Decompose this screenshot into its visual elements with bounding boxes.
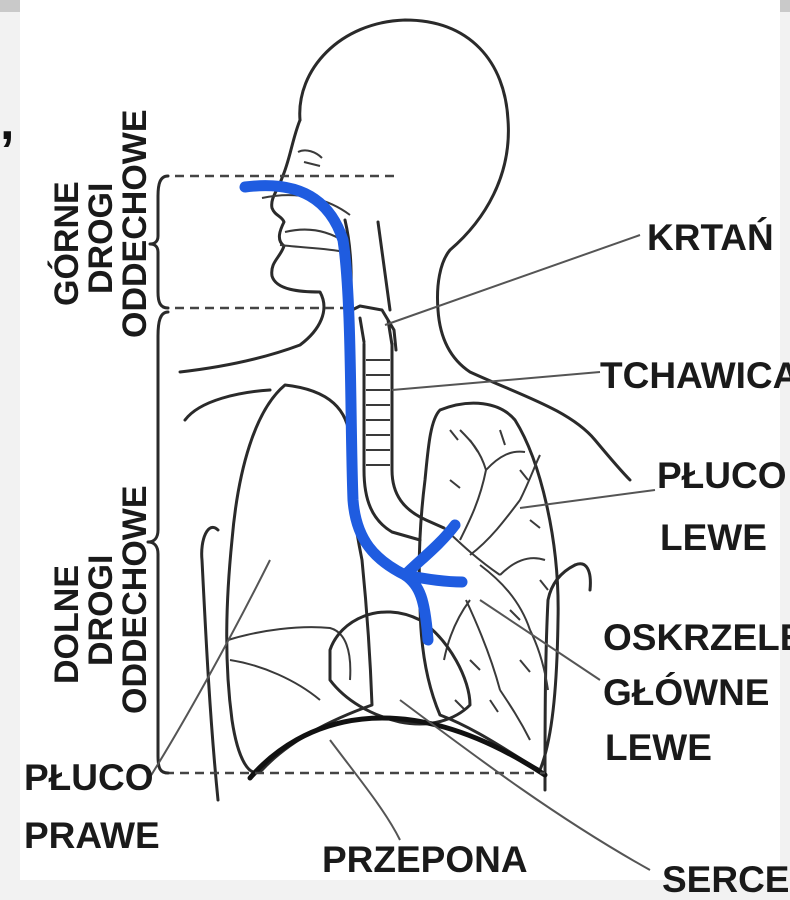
leader-przepona (330, 740, 400, 840)
eye (298, 150, 322, 166)
throat-right (378, 222, 390, 310)
airway-bifurcation-overlay (405, 525, 462, 582)
arm-left-hook (575, 564, 590, 590)
label-dolne-oddechowe: ODDECHOWE (116, 485, 154, 714)
label-oskrzele-2: GŁÓWNE (603, 671, 769, 713)
label-gorne: GÓRNE (48, 181, 86, 306)
leader-tchawica (392, 372, 600, 390)
label-krtan: KRTAŃ (647, 217, 774, 258)
arm-left (545, 565, 575, 790)
leader-oskrzele (480, 600, 600, 680)
trachea (364, 344, 444, 540)
label-przepona: PRZEPONA (322, 839, 528, 880)
diaphragm (250, 718, 545, 778)
larynx (352, 306, 396, 350)
label-tchawica: TCHAWICA (600, 355, 790, 396)
label-gorne-oddechowe: ODDECHOWE (116, 109, 154, 338)
leader-pluco-lewe (520, 490, 655, 508)
label-pluco-lewe-2: LEWE (660, 517, 767, 558)
upper-airways-label: GÓRNE DROGI ODDECHOWE (48, 109, 154, 338)
left-lung (419, 403, 558, 770)
lower-airways-label: DOLNE DROGI ODDECHOWE (48, 485, 154, 714)
label-gorne-drogi: DROGI (82, 183, 120, 294)
label-pluco-prawe-2: PRAWE (24, 815, 160, 856)
leader-krtan (385, 235, 640, 325)
label-dolne-drogi: DROGI (82, 555, 120, 666)
label-pluco-prawe-1: PŁUCO (24, 757, 154, 798)
label-oskrzele-3: LEWE (605, 727, 712, 768)
label-pluco-lewe-1: PŁUCO (657, 455, 787, 496)
shoulder-right (185, 390, 270, 420)
label-serce: SERCE (662, 859, 789, 900)
body-outline (180, 20, 630, 800)
face-profile (180, 120, 324, 372)
label-oskrzele-1: OSKRZELE (603, 617, 790, 658)
leader-lines (145, 235, 655, 870)
label-dolne: DOLNE (48, 565, 86, 684)
